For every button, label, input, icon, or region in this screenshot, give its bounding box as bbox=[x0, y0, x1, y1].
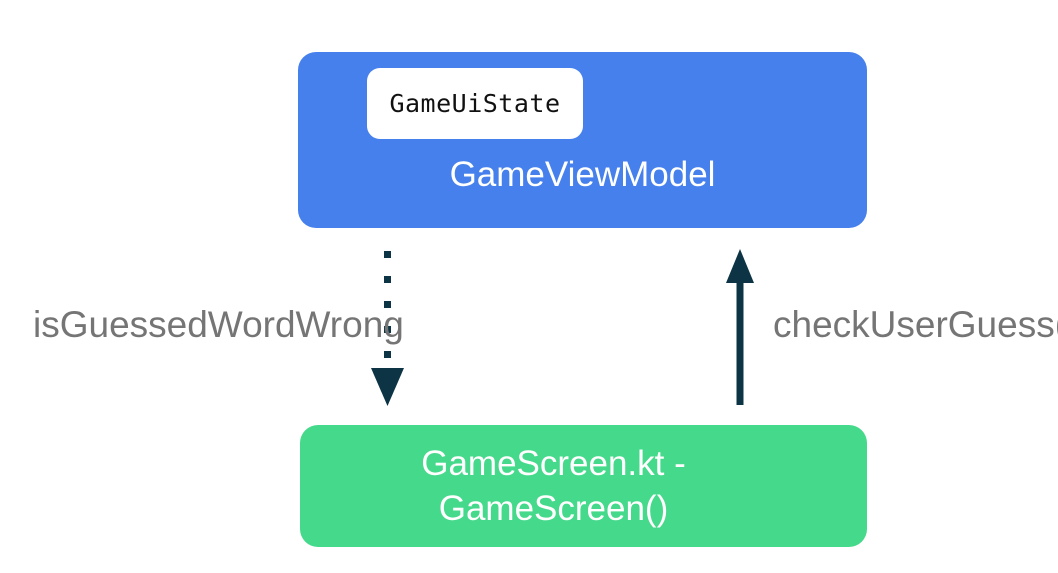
checkuserguess-label: checkUserGuess() bbox=[773, 304, 1058, 345]
gamescreen-title-line2: GameScreen() bbox=[438, 489, 669, 528]
gameviewmodel-title: GameViewModel bbox=[449, 155, 716, 194]
gameviewmodel-box: GameUiState GameViewModel bbox=[298, 52, 867, 228]
gameuistate-chip-label: GameUiState bbox=[389, 89, 561, 118]
gamescreen-title: GameScreen.kt - GameScreen() bbox=[421, 441, 686, 531]
gamescreen-box: GameScreen.kt - GameScreen() bbox=[300, 425, 867, 547]
state-flow-down-arrow bbox=[371, 251, 404, 406]
event-flow-up-arrow bbox=[726, 249, 754, 405]
gameuistate-chip: GameUiState bbox=[367, 68, 583, 139]
gamescreen-title-line1: GameScreen.kt - bbox=[421, 444, 686, 483]
isguessedwordwrong-label: isGuessedWordWrong bbox=[33, 304, 404, 345]
